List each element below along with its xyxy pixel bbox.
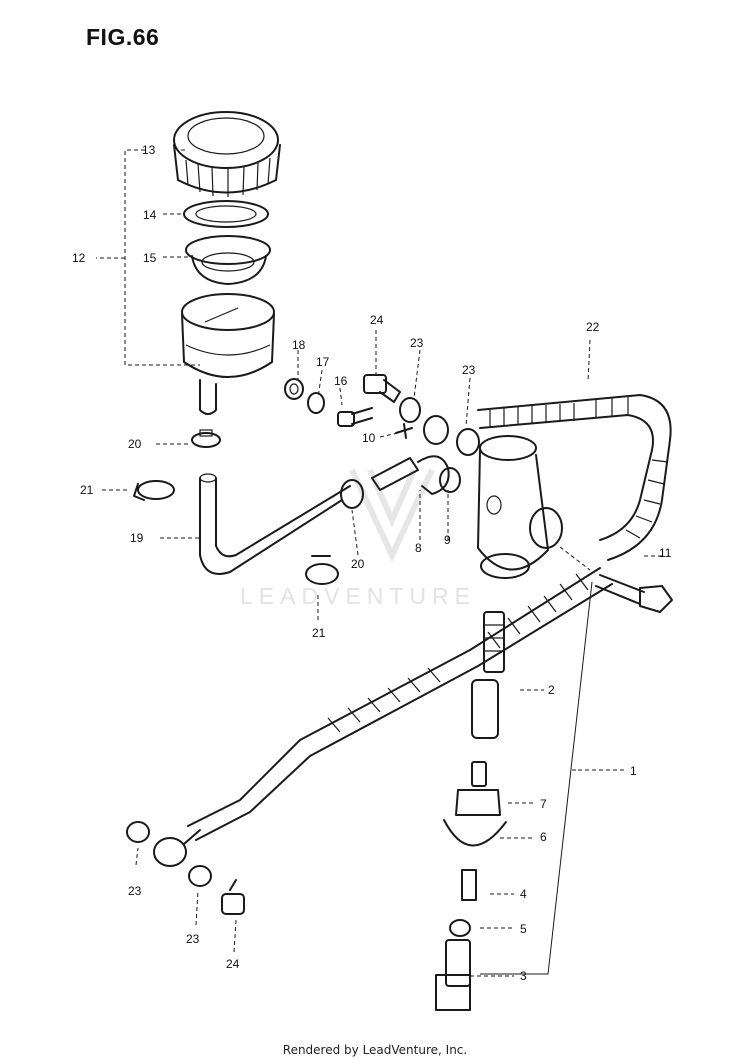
callout-23-top-left: 23 xyxy=(410,336,424,350)
clevis-icon xyxy=(435,939,471,1011)
callout-6: 6 xyxy=(540,830,547,844)
callout-5: 5 xyxy=(520,922,527,936)
callout-9: 9 xyxy=(444,533,451,547)
callout-17: 17 xyxy=(316,355,330,369)
watermark-text: LEADVENTURE xyxy=(240,583,476,609)
callout-23-lower-right: 23 xyxy=(186,932,200,946)
callout-23-top-right: 23 xyxy=(462,363,476,377)
washer-17-icon xyxy=(307,392,325,414)
callout-20-left: 20 xyxy=(128,437,142,451)
callout-24-top: 24 xyxy=(370,313,384,327)
callout-3: 3 xyxy=(520,969,527,983)
callout-20-right: 20 xyxy=(351,557,365,571)
assembly-bracket-12 xyxy=(96,149,200,366)
lower-brake-hose-icon xyxy=(153,567,613,867)
callout-10: 10 xyxy=(362,431,376,445)
screw-10-icon xyxy=(395,423,413,439)
hose-clamp-lower-icon xyxy=(305,479,364,585)
clip-icon xyxy=(133,480,175,501)
brake-hose-icon xyxy=(477,394,672,561)
master-cylinder-icon xyxy=(477,435,563,579)
callout-2: 2 xyxy=(548,683,555,697)
callout-16: 16 xyxy=(334,374,348,388)
footer-credit: Rendered by LeadVenture, Inc. xyxy=(282,1043,468,1057)
washer-lower-icon xyxy=(126,821,212,887)
union-bolt-lower-icon xyxy=(221,879,245,915)
leader-lines xyxy=(102,149,664,977)
assembly-bracket-1 xyxy=(480,581,593,975)
washer-icon xyxy=(399,397,480,456)
callout-21-lower: 21 xyxy=(312,626,326,640)
reservoir-cap-icon xyxy=(173,111,281,197)
callout-21-left: 21 xyxy=(80,483,94,497)
callout-18: 18 xyxy=(292,338,306,352)
plate-icon xyxy=(183,200,269,228)
bolt-16-icon xyxy=(337,407,373,427)
callout-12: 12 xyxy=(72,251,86,265)
callout-22: 22 xyxy=(586,320,600,334)
callout-13: 13 xyxy=(142,143,156,157)
hose-icon xyxy=(199,473,351,575)
callout-23-lower-left: 23 xyxy=(128,884,142,898)
callout-8: 8 xyxy=(415,541,422,555)
piston-icon xyxy=(471,611,505,739)
hose-fitting-icon xyxy=(371,455,461,495)
callout-14: 14 xyxy=(143,208,157,222)
union-bolt-icon xyxy=(363,374,401,403)
callout-24-lower: 24 xyxy=(226,957,240,971)
callout-4: 4 xyxy=(520,887,527,901)
pushrod-assembly-icon xyxy=(443,761,507,937)
callout-11: 11 xyxy=(659,546,672,560)
diaphragm-icon xyxy=(185,235,271,285)
callout-15: 15 xyxy=(143,251,157,265)
reservoir-tank-icon xyxy=(181,293,275,415)
bolt-icon xyxy=(595,574,673,613)
clamp-icon xyxy=(191,429,221,448)
callout-7: 7 xyxy=(540,797,547,811)
callout-1: 1 xyxy=(630,764,637,778)
washer-18-icon xyxy=(284,378,304,400)
figure-title: FIG.66 xyxy=(86,24,160,50)
callout-19: 19 xyxy=(130,531,144,545)
